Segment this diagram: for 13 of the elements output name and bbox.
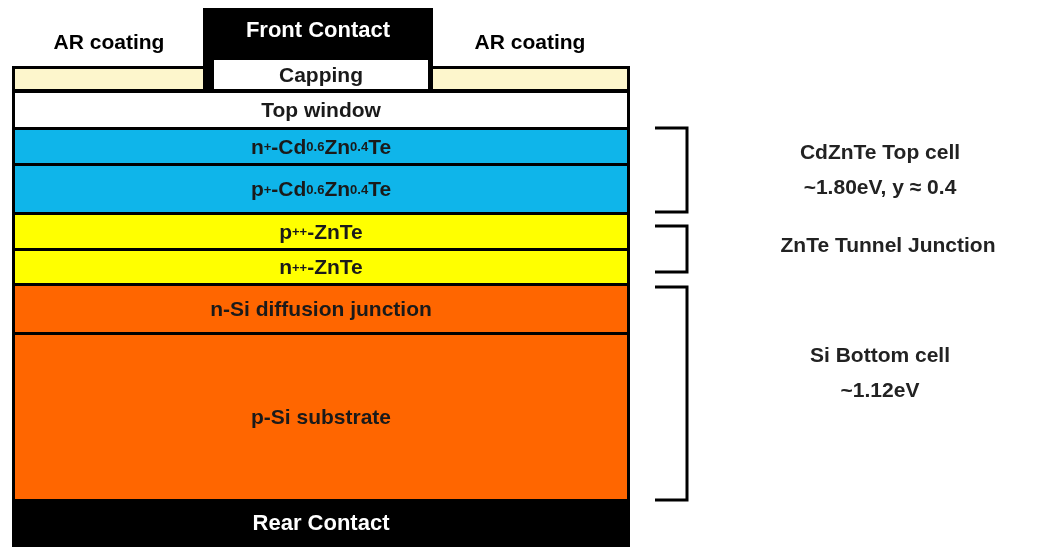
bracket-label: ~1.80eV, y ≈ 0.4 <box>803 175 957 199</box>
n-si-layer: n-Si diffusion junction <box>12 283 630 335</box>
layer-label: AR coating <box>473 30 587 54</box>
capping-layer: Capping <box>211 57 431 92</box>
layer-label: AR coating <box>52 30 166 54</box>
bracket-label: Si Bottom cell <box>810 343 950 367</box>
bracket-label: CdZnTe Top cell <box>799 140 961 164</box>
bracket-label: ZnTe Tunnel Junction <box>780 233 996 257</box>
front-contact: Front Contact Capping <box>203 8 433 92</box>
substrate-layer: p-Si substrate <box>12 332 630 502</box>
bracket-label: ~1.12eV <box>840 378 920 402</box>
rear-contact: Rear Contact <box>12 499 630 547</box>
top-window-layer: Top window <box>12 90 630 130</box>
